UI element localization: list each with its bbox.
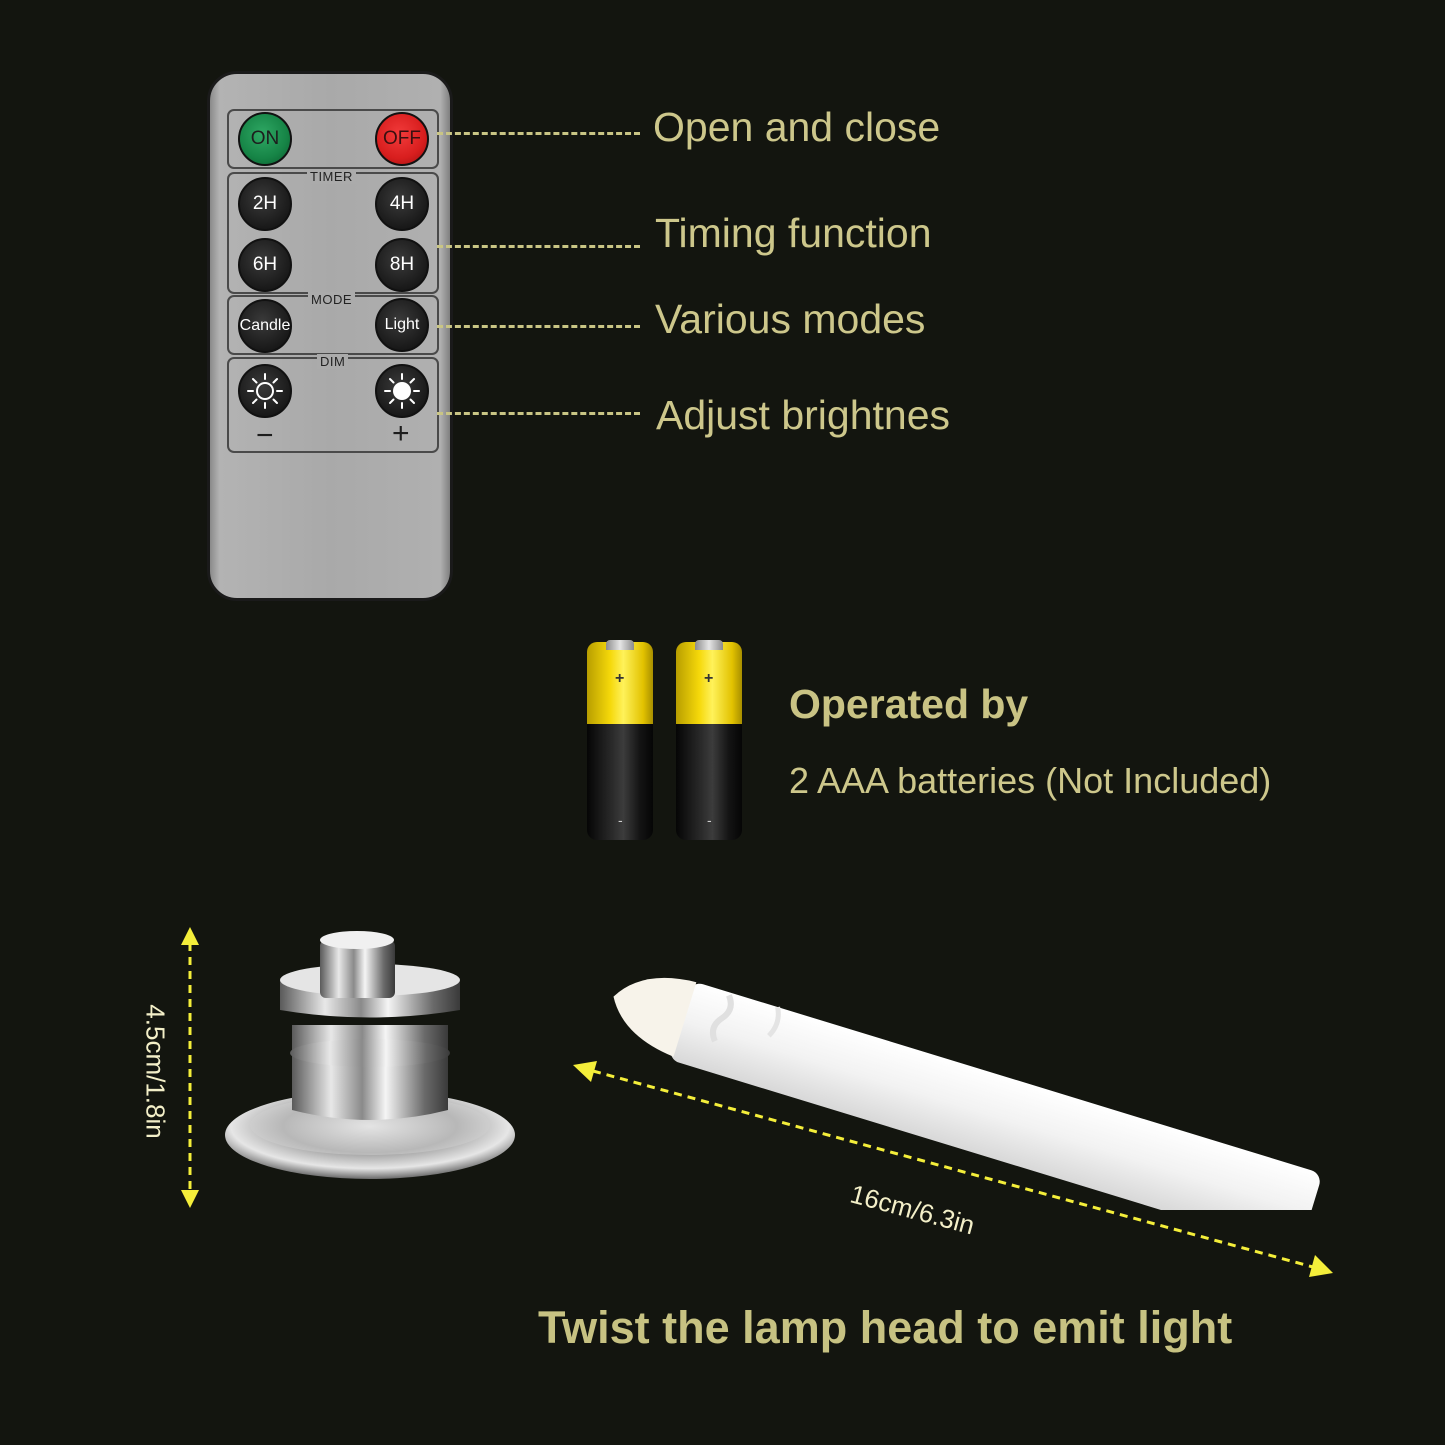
sun-outline-icon [247, 373, 283, 409]
remote-control: ON OFF TIMER 2H 4H 6H 8H MODE Candle Lig… [207, 71, 453, 601]
length-dimension-arrow [573, 1061, 1333, 1277]
dim-panel: DIM [227, 354, 439, 453]
callout-brightness: Adjust brightnes [656, 392, 951, 438]
candle-base-holder [225, 931, 515, 1179]
timer-8h-button[interactable]: 8H [375, 238, 429, 292]
battery-2-terminal [695, 640, 723, 650]
sun-filled-icon [384, 373, 420, 409]
on-button[interactable]: ON [238, 112, 292, 166]
timer-4h-button[interactable]: 4H [375, 177, 429, 231]
battery-minus-mark: - [618, 812, 623, 828]
twist-instruction: Twist the lamp head to emit light [538, 1302, 1233, 1353]
led-taper-candle [613, 977, 1320, 1210]
callout-line-timing [437, 245, 640, 248]
height-dimension-arrow [181, 927, 199, 1208]
battery-plus-mark: + [615, 670, 625, 687]
dim-label: DIM [317, 354, 349, 369]
off-button[interactable]: OFF [375, 112, 429, 166]
battery-minus-mark: - [707, 812, 712, 828]
mode-light-button[interactable]: Light [375, 298, 429, 352]
operated-by-title: Operated by [789, 681, 1029, 727]
mode-panel: MODE Candle Light [227, 292, 439, 355]
battery-2: + - [676, 642, 742, 840]
dim-down-button[interactable] [238, 364, 292, 418]
timer-panel: TIMER 2H 4H 6H 8H [227, 169, 439, 294]
mode-candle-button[interactable]: Candle [238, 299, 292, 353]
timer-label: TIMER [307, 169, 356, 184]
dim-minus-symbol: − [256, 419, 274, 452]
battery-plus-mark: + [704, 670, 714, 687]
callout-line-modes [437, 325, 640, 328]
timer-2h-button[interactable]: 2H [238, 177, 292, 231]
dim-plus-symbol: + [392, 417, 410, 450]
battery-1-terminal [606, 640, 634, 650]
power-panel: ON OFF [227, 109, 439, 169]
timer-6h-button[interactable]: 6H [238, 238, 292, 292]
battery-requirement: 2 AAA batteries (Not Included) [789, 760, 1272, 801]
callout-open-close: Open and close [653, 104, 941, 150]
callout-modes: Various modes [655, 296, 926, 342]
dim-up-button[interactable] [375, 364, 429, 418]
callout-timing: Timing function [655, 210, 932, 256]
height-label: 4.5cm/1.8in [140, 1004, 171, 1139]
mode-label: MODE [308, 292, 355, 307]
callout-line-open-close [437, 132, 640, 135]
battery-1: + - [587, 642, 653, 840]
callout-line-brightness [437, 412, 640, 415]
